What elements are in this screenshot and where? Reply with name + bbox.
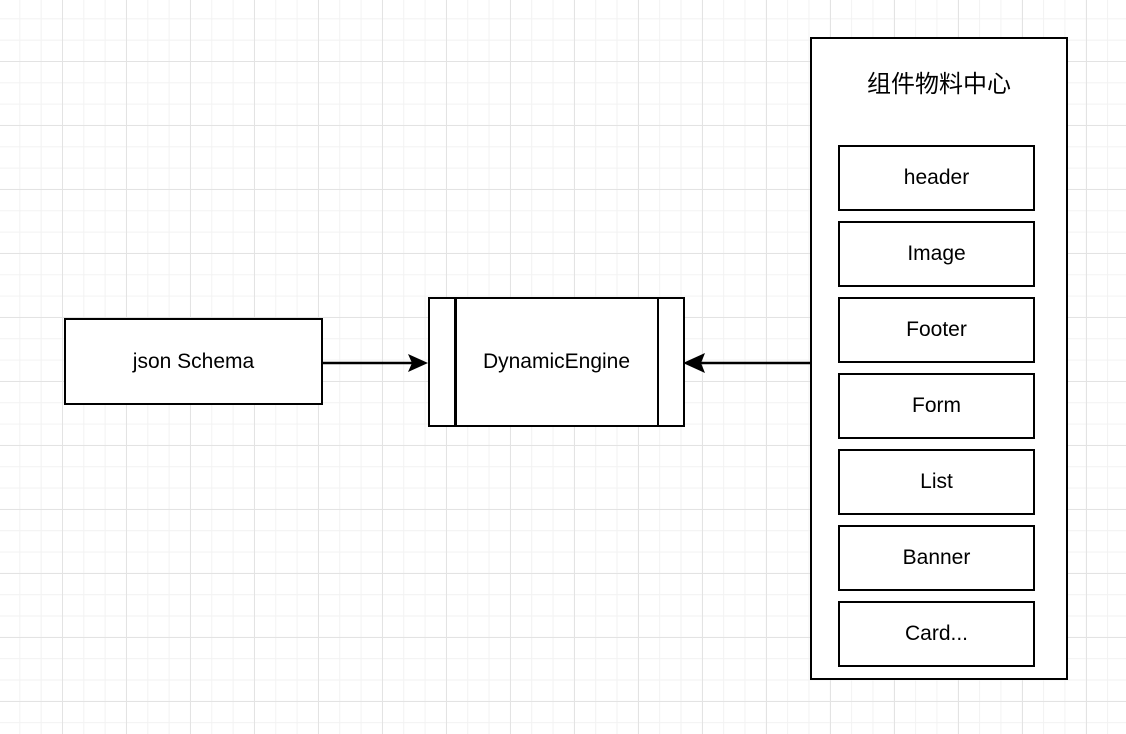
component-item-header[interactable]: header [838, 145, 1035, 211]
node-dynamic-engine[interactable]: DynamicEngine [428, 297, 685, 427]
node-json-schema-label: json Schema [132, 349, 255, 373]
subprocess-left-bar-icon [454, 299, 457, 425]
connector-schema-to-engine [322, 354, 428, 372]
component-item-label: Footer [906, 318, 967, 341]
component-item-label: List [920, 470, 953, 493]
component-item-label: Image [907, 242, 966, 265]
subprocess-right-bar-icon [656, 299, 659, 425]
component-item-label: Form [912, 394, 961, 417]
arrowhead-right-icon [408, 354, 428, 372]
component-item-label: Banner [902, 546, 971, 569]
material-center-title: 组件物料中心 [867, 71, 1011, 98]
node-material-center-panel[interactable]: 组件物料中心 header Image Footer Form List Ban… [810, 37, 1068, 680]
component-item-card[interactable]: Card... [838, 601, 1035, 667]
component-item-label: Card... [904, 622, 969, 645]
node-dynamic-engine-label: DynamicEngine [482, 350, 631, 373]
component-list: header Image Footer Form List Banner Car… [838, 145, 1035, 667]
component-item-form[interactable]: Form [838, 373, 1035, 439]
connector-panel-to-engine [683, 353, 813, 373]
component-item-image[interactable]: Image [838, 221, 1035, 287]
component-item-footer[interactable]: Footer [838, 297, 1035, 363]
arrowhead-left-icon [683, 353, 705, 373]
component-item-label: header [903, 166, 970, 189]
component-item-banner[interactable]: Banner [838, 525, 1035, 591]
component-item-list[interactable]: List [838, 449, 1035, 515]
node-json-schema[interactable]: json Schema [64, 318, 323, 405]
